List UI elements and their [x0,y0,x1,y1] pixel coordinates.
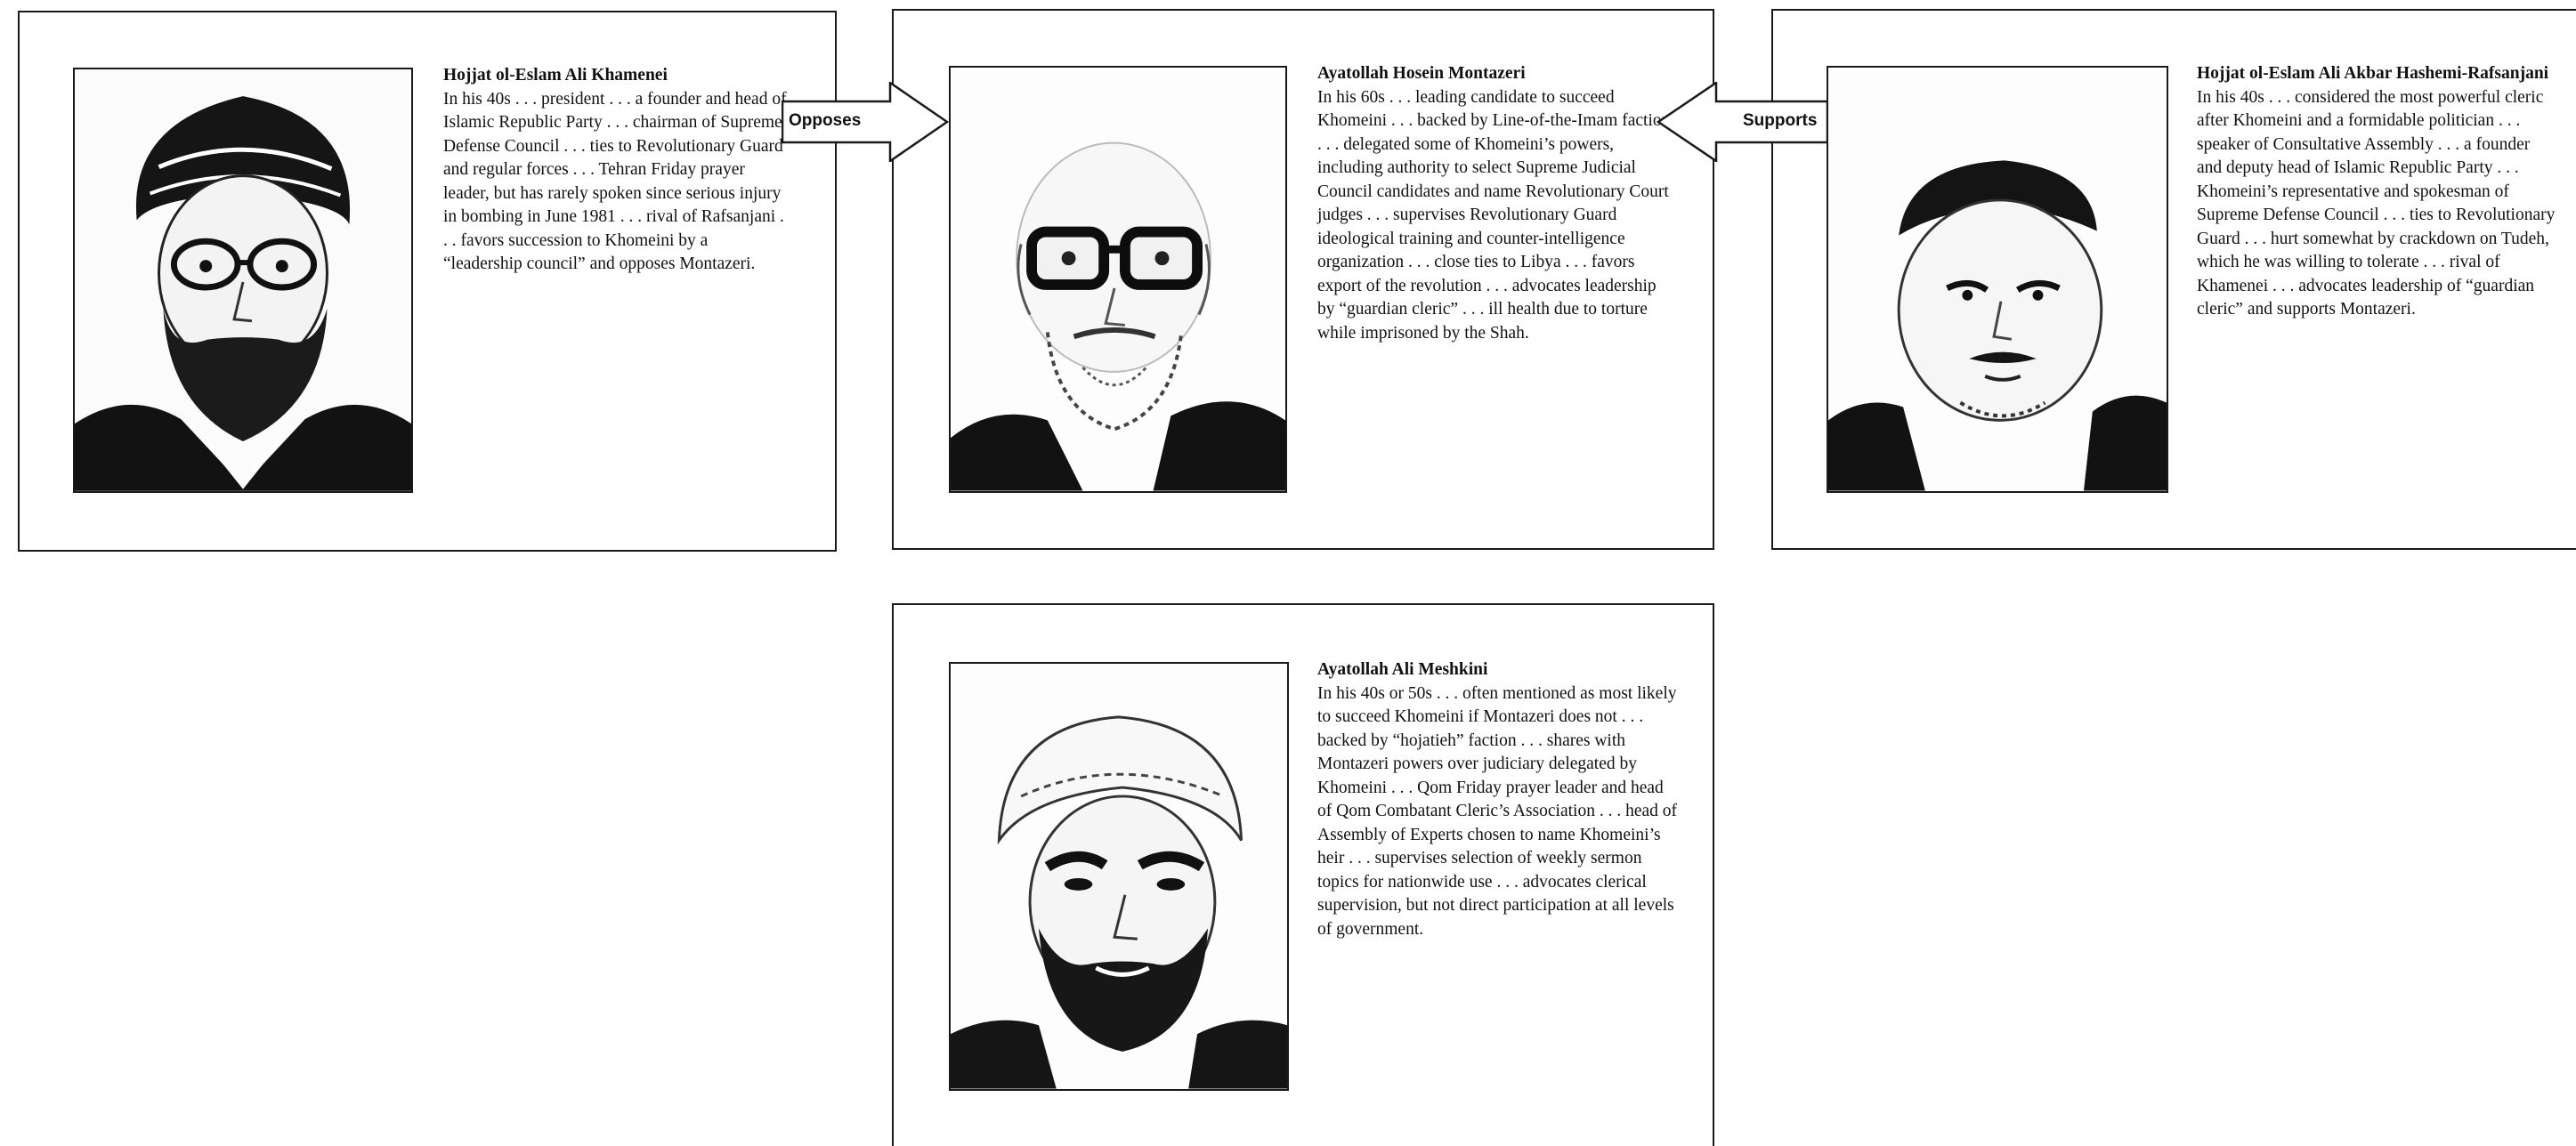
supports-arrow [1656,82,1828,162]
portrait-meshkini [949,662,1289,1091]
bio-text-rafsanjani: In his 40s . . . considered the most pow… [2197,87,2556,319]
opposes-arrow-shape [782,82,950,162]
portrait-rafsanjani-drawing [1828,68,2167,491]
supports-arrow-shape [1656,82,1828,162]
bio-text-montazeri: In his 60s . . . leading candidate to su… [1317,87,1671,343]
portrait-rafsanjani [1827,66,2168,493]
bio-meshkini: Ayatollah Ali Meshkini In his 40s or 50s… [1317,658,1678,941]
name-rafsanjani: Hojjat ol-Eslam Ali Akbar Hashemi-Rafsan… [2197,64,2549,83]
bio-text-khamenei: In his 40s . . . president . . . a found… [443,89,787,274]
portrait-montazeri [949,66,1287,493]
portrait-meshkini-drawing [951,664,1287,1089]
bio-rafsanjani: Hojjat ol-Eslam Ali Akbar Hashemi-Rafsan… [2197,62,2557,322]
bio-text-meshkini: In his 40s or 50s . . . often mentioned … [1317,683,1678,939]
name-montazeri: Ayatollah Hosein Montazeri [1317,64,1526,83]
supports-label: Supports [1743,111,1818,130]
opposes-label: Opposes [789,111,862,130]
name-meshkini: Ayatollah Ali Meshkini [1317,660,1488,679]
portrait-khamenei-drawing [75,69,411,491]
portrait-montazeri-drawing [951,68,1285,491]
opposes-arrow [782,82,951,162]
portrait-khamenei [73,68,413,493]
bio-montazeri: Ayatollah Hosein Montazeri In his 60s . … [1317,62,1673,345]
bio-khamenei: Hojjat ol-Eslam Ali Khamenei In his 40s … [443,64,790,277]
name-khamenei: Hojjat ol-Eslam Ali Khamenei [443,66,668,85]
